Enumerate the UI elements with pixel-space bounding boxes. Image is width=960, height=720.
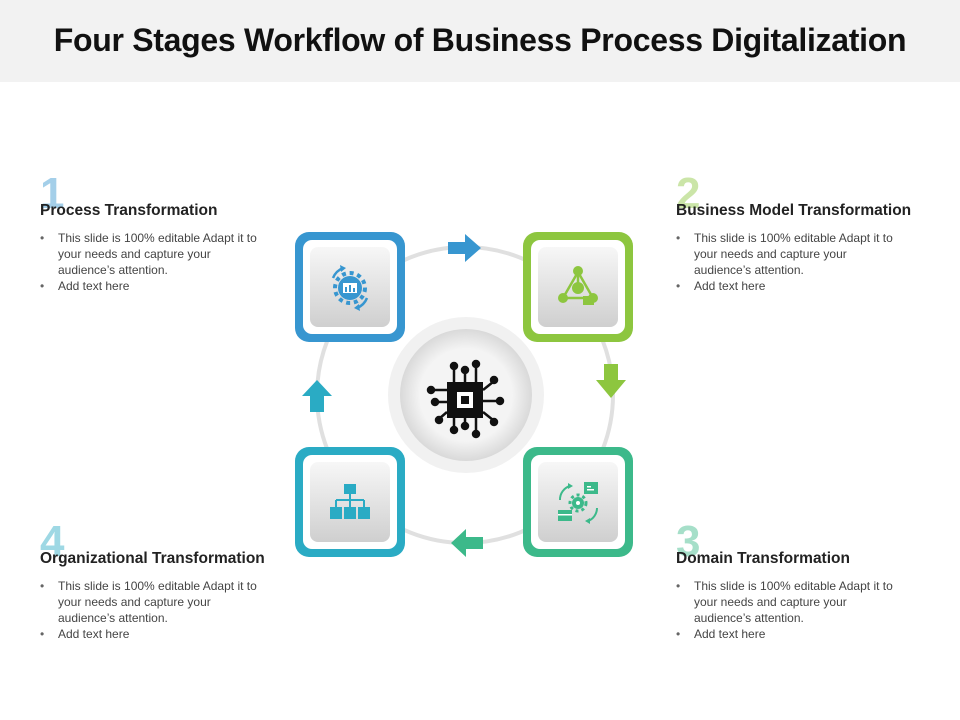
stage-4-bullets: This slide is 100% editable Adapt it to … (40, 578, 310, 642)
gear-cycle-icon (331, 265, 369, 311)
title-bar (0, 0, 960, 82)
stage-2-bullet: Add text here (676, 278, 904, 294)
stage-3-bullet: This slide is 100% editable Adapt it to … (676, 578, 904, 626)
arrow-up (302, 380, 332, 412)
stage-3-heading: Domain Transformation (676, 550, 850, 567)
stage-2-bullet: This slide is 100% editable Adapt it to … (676, 230, 904, 278)
stage-1-text: 1 Process Transformation This slide is 1… (40, 172, 310, 295)
stage-1-bullets: This slide is 100% editable Adapt it to … (40, 230, 310, 294)
arrow-down (596, 364, 626, 398)
stage-3-tile (523, 447, 633, 557)
stage-2-tile (523, 232, 633, 342)
stage-4-heading: Organizational Transformation (40, 550, 265, 567)
stage-1-bullet: This slide is 100% editable Adapt it to … (40, 230, 268, 278)
stage-4-text: 4 Organizational Transformation This sli… (40, 520, 310, 643)
stage-2-heading: Business Model Transformation (676, 202, 912, 219)
stage-4-number: 4 (40, 517, 65, 566)
stage-3-bullet: Add text here (676, 626, 904, 642)
network-triangle-icon (558, 266, 598, 305)
stage-1-bullet: Add text here (40, 278, 268, 294)
stage-1-number: 1 (40, 169, 65, 218)
stage-2-text: 2 Business Model Transformation This sli… (676, 172, 946, 295)
org-chart-icon (330, 484, 370, 519)
stage-4-bullet: This slide is 100% editable Adapt it to … (40, 578, 268, 626)
arrow-left (451, 529, 483, 557)
stage-1-tile (295, 232, 405, 342)
stage-4-bullet: Add text here (40, 626, 268, 642)
stage-2-bullets: This slide is 100% editable Adapt it to … (676, 230, 946, 294)
arrow-right (448, 234, 481, 262)
microchip-icon (426, 359, 505, 439)
stage-4-tile (295, 447, 405, 557)
stage-3-text: 3 Domain Transformation This slide is 10… (676, 520, 946, 643)
stage-1-heading: Process Transformation (40, 202, 218, 219)
data-exchange-icon (558, 482, 598, 524)
stage-2-number: 2 (676, 169, 701, 218)
stage-3-number: 3 (676, 517, 701, 566)
slide-title: Four Stages Workflow of Business Process… (53, 22, 907, 58)
stage-3-bullets: This slide is 100% editable Adapt it to … (676, 578, 946, 642)
